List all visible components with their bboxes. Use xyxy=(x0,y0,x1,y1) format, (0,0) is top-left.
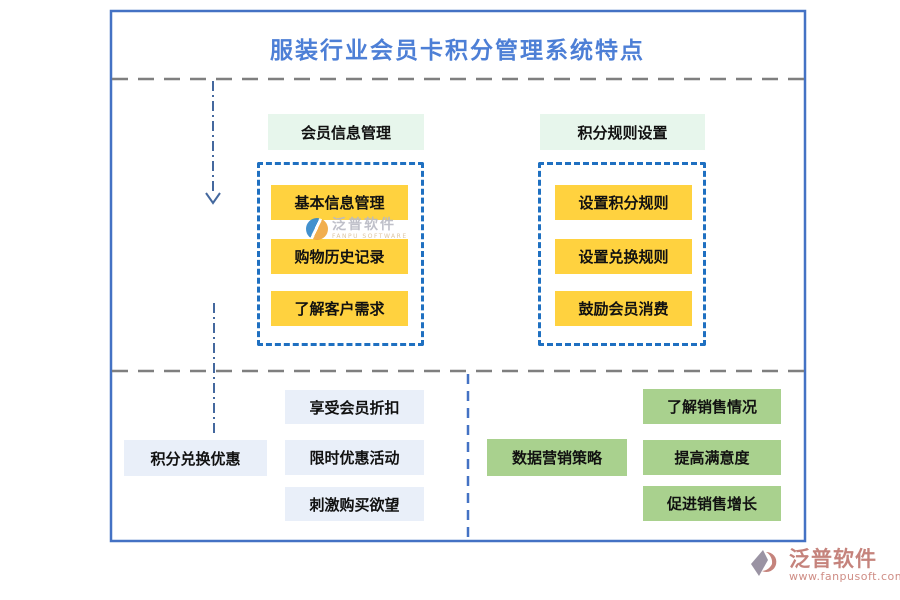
watermark-subtitle: FANPU SOFTWARE xyxy=(332,233,408,240)
group-header-member-info: 会员信息管理 xyxy=(268,114,424,150)
fanpu-watermark-logo-icon xyxy=(306,218,328,240)
center-watermark: 泛普软件 FANPU SOFTWARE xyxy=(306,218,408,240)
data-marketing-item-1: 了解销售情况 xyxy=(643,389,781,424)
points-rules-item-2: 设置兑换规则 xyxy=(555,239,692,274)
points-rules-item-3: 鼓励会员消费 xyxy=(555,291,692,326)
member-info-item-3: 了解客户需求 xyxy=(271,291,408,326)
footer-brand: 泛普软件 www.fanpusoft.com xyxy=(750,548,900,582)
group-header-points-redeem: 积分兑换优惠 xyxy=(124,440,267,476)
group-header-data-marketing: 数据营销策略 xyxy=(487,439,627,476)
watermark-name: 泛普软件 xyxy=(332,217,396,233)
points-redeem-item-3: 刺激购买欲望 xyxy=(285,487,424,521)
member-info-item-1: 基本信息管理 xyxy=(271,185,408,220)
data-marketing-item-2: 提高满意度 xyxy=(643,440,781,475)
footer-brand-name: 泛普软件 xyxy=(789,546,877,571)
group-header-points-rules: 积分规则设置 xyxy=(540,114,705,150)
page-title: 服装行业会员卡积分管理系统特点 xyxy=(270,38,645,64)
footer-brand-url: www.fanpusoft.com xyxy=(789,570,900,583)
data-marketing-item-3: 促进销售增长 xyxy=(643,486,781,521)
points-redeem-item-2: 限时优惠活动 xyxy=(285,440,424,475)
points-rules-item-1: 设置积分规则 xyxy=(555,185,692,220)
member-info-item-2: 购物历史记录 xyxy=(271,239,408,274)
fanpu-footer-logo-icon xyxy=(751,550,777,576)
flow-arrow-head xyxy=(205,192,221,205)
points-redeem-item-1: 享受会员折扣 xyxy=(285,390,424,424)
